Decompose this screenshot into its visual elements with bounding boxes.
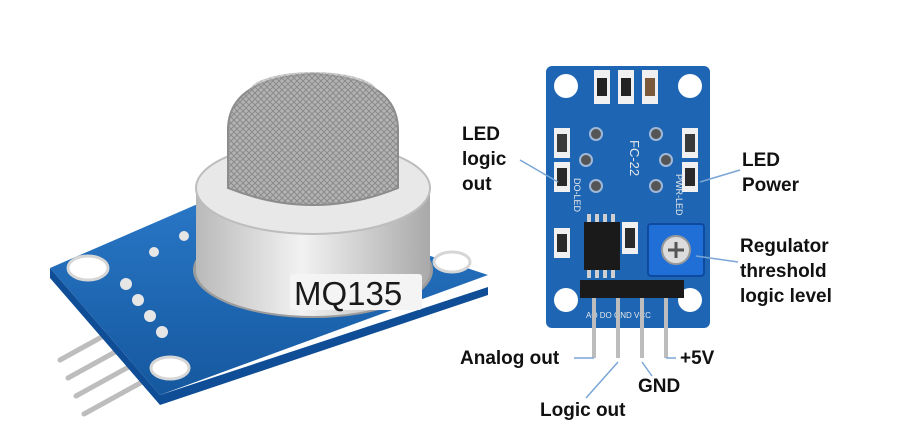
label-plus-5v: +5V	[680, 348, 715, 369]
label-led-logic-out: LED logic out	[462, 124, 507, 195]
label-gnd: GND	[638, 376, 681, 397]
pointer-led-logic	[519, 159, 559, 183]
silk-pwr-led: PWR-LED	[674, 174, 684, 216]
pcb-hole	[678, 74, 702, 98]
mount-hole	[432, 250, 472, 274]
pointer-gnd	[641, 361, 653, 377]
pcb-hole	[554, 288, 578, 312]
mount-hole	[149, 355, 191, 381]
sensor-model-text: MQ135	[294, 275, 402, 312]
smd-components	[554, 70, 698, 258]
pointer-regulator	[695, 255, 739, 263]
potentiometer	[647, 223, 705, 277]
solder-pads	[120, 231, 189, 338]
label-led-power: LED Power	[742, 150, 800, 196]
label-logic-out: Logic out	[540, 400, 626, 421]
label-analog-out: Analog out	[460, 348, 560, 369]
sensor-label-plate	[290, 274, 422, 310]
silk-do-led: DO-LED	[572, 178, 582, 213]
pointer-logic-out	[585, 361, 619, 399]
pcb-back-view: FC-22 DO-LED PWR-LED AO DO GND VCC	[546, 66, 710, 358]
label-regulator: Regulator threshold logic level	[740, 236, 832, 307]
mount-hole	[66, 254, 110, 282]
callout-lines	[519, 159, 741, 399]
through-holes	[579, 127, 673, 193]
pin-header-block	[580, 280, 684, 358]
silk-model: FC-22	[627, 140, 642, 176]
comparator-ic	[584, 214, 620, 278]
pointer-led-power	[699, 169, 741, 183]
pcb-hole	[554, 74, 578, 98]
sensor-module-3d: MQ135	[50, 72, 488, 417]
